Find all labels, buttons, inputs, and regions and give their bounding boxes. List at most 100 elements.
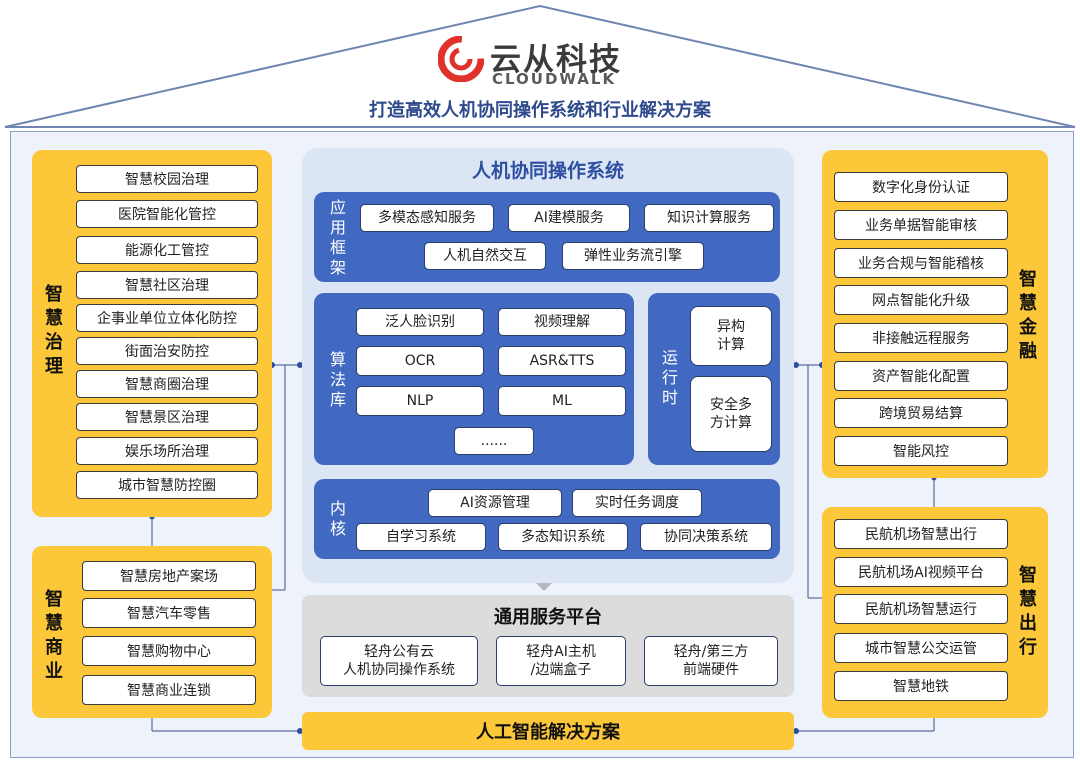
list-item[interactable]: 数字化身份认证 — [834, 172, 1008, 202]
label-char: 框 — [329, 238, 346, 257]
list-item[interactable]: 跨境贸易结算 — [834, 398, 1008, 428]
panel-smart-mobility-title: 智 慧 出 行 — [1016, 564, 1040, 660]
title-char: 慧 — [45, 613, 63, 634]
label-char: 法 — [329, 370, 346, 389]
list-item[interactable]: 街面治安防控 — [76, 337, 258, 365]
module-box[interactable]: 协同决策系统 — [640, 523, 772, 551]
list-item[interactable]: 非接触远程服务 — [834, 323, 1008, 353]
app-framework-label: 应 用 框 架 — [328, 198, 348, 278]
module-box[interactable]: 多模态感知服务 — [360, 204, 494, 232]
module-box-line: 方计算 — [710, 415, 752, 431]
label-char: 用 — [329, 218, 346, 237]
service-box[interactable]: 轻舟/第三方 前端硬件 — [644, 636, 778, 686]
list-item[interactable]: 民航机场AI视频平台 — [834, 557, 1008, 587]
service-box[interactable]: 轻舟公有云 人机协同操作系统 — [320, 636, 478, 686]
list-item[interactable]: 智慧商业连锁 — [82, 675, 256, 705]
service-box[interactable]: 轻舟AI主机 /边端盒子 — [496, 636, 626, 686]
module-box[interactable]: AI资源管理 — [428, 489, 562, 517]
list-item[interactable]: 网点智能化升级 — [834, 285, 1008, 315]
cloudwalk-logo: 云从科技 CLOUDWALK — [438, 32, 648, 92]
ai-solution-bar: 人工智能解决方案 — [302, 712, 794, 750]
title-char: 融 — [1019, 341, 1037, 362]
list-item[interactable]: 企事业单位立体化防控 — [76, 304, 258, 332]
label-char: 核 — [329, 519, 346, 538]
module-box[interactable]: 人机自然交互 — [424, 242, 546, 270]
list-item[interactable]: 智慧地铁 — [834, 671, 1008, 701]
module-box[interactable]: 多态知识系统 — [498, 523, 628, 551]
title-char: 智 — [1019, 269, 1037, 290]
module-box[interactable]: 泛人脸识别 — [356, 308, 484, 336]
title-char: 理 — [45, 356, 63, 377]
title-char: 行 — [1019, 637, 1037, 658]
service-box-line: 轻舟/第三方 — [673, 644, 749, 660]
module-box[interactable]: 异构 计算 — [690, 306, 772, 366]
panel-smart-commerce-title: 智 慧 商 业 — [42, 588, 66, 684]
label-char: 行 — [661, 368, 678, 387]
module-box[interactable]: ...... — [454, 427, 534, 455]
logo-chinese-text: 云从科技 — [490, 42, 622, 78]
module-box-line: 安全多 — [710, 397, 752, 413]
module-box[interactable]: ASR&TTS — [498, 346, 626, 376]
title-char: 出 — [1019, 613, 1037, 634]
list-item[interactable]: 智能风控 — [834, 436, 1008, 466]
module-box-line: 异构 — [717, 319, 745, 335]
service-box-line: 轻舟AI主机 — [526, 644, 596, 660]
module-box[interactable]: 自学习系统 — [356, 523, 486, 551]
label-char: 应 — [329, 198, 346, 217]
label-char: 时 — [661, 388, 678, 407]
module-box[interactable]: OCR — [356, 346, 484, 376]
title-char: 智 — [1019, 565, 1037, 586]
title-char: 金 — [1019, 317, 1037, 338]
title-char: 商 — [45, 637, 63, 658]
runtime-label: 运 行 时 — [660, 348, 680, 408]
module-box[interactable]: 弹性业务流引擎 — [562, 242, 704, 270]
list-item[interactable]: 智慧商圈治理 — [76, 370, 258, 398]
kernel-label: 内 核 — [328, 499, 348, 539]
label-char: 架 — [329, 258, 346, 277]
list-item[interactable]: 资产智能化配置 — [834, 361, 1008, 391]
module-box[interactable]: ML — [498, 386, 626, 416]
cloudwalk-logo-icon — [438, 36, 484, 82]
list-item[interactable]: 能源化工管控 — [76, 236, 258, 264]
logo-english-text: CLOUDWALK — [492, 70, 617, 88]
title-char: 慧 — [1019, 589, 1037, 610]
service-box-line: /边端盒子 — [530, 662, 592, 678]
list-item[interactable]: 智慧校园治理 — [76, 165, 258, 193]
panel-smart-finance-title: 智 慧 金 融 — [1016, 268, 1040, 364]
panel-smart-governance-title: 智 慧 治 理 — [42, 283, 66, 379]
service-box-line: 轻舟公有云 — [364, 644, 434, 660]
module-box[interactable]: NLP — [356, 386, 484, 416]
label-char: 内 — [329, 499, 346, 518]
module-box[interactable]: 实时任务调度 — [572, 489, 702, 517]
list-item[interactable]: 城市智慧公交运管 — [834, 633, 1008, 663]
list-item[interactable]: 智慧社区治理 — [76, 271, 258, 299]
module-box-line: 计算 — [717, 337, 745, 353]
title-char: 慧 — [1019, 293, 1037, 314]
service-box-line: 人机协同操作系统 — [343, 662, 455, 678]
os-panel-title: 人机协同操作系统 — [471, 160, 624, 182]
module-box[interactable]: 知识计算服务 — [644, 204, 774, 232]
title-char: 智 — [45, 284, 63, 305]
title-char: 慧 — [45, 308, 63, 329]
module-box[interactable]: 安全多 方计算 — [690, 376, 772, 452]
module-box[interactable]: 视频理解 — [498, 308, 626, 336]
title-char: 业 — [45, 661, 63, 682]
list-item[interactable]: 智慧购物中心 — [82, 636, 256, 666]
service-platform-title: 通用服务平台 — [494, 607, 602, 628]
list-item[interactable]: 民航机场智慧出行 — [834, 519, 1008, 549]
list-item[interactable]: 民航机场智慧运行 — [834, 594, 1008, 624]
list-item[interactable]: 城市智慧防控圈 — [76, 471, 258, 499]
list-item[interactable]: 智慧汽车零售 — [82, 598, 256, 628]
page-title: 打造高效人机协同操作系统和行业解决方案 — [369, 100, 711, 121]
module-box[interactable]: AI建模服务 — [508, 204, 630, 232]
list-item[interactable]: 业务单据智能审核 — [834, 210, 1008, 240]
list-item[interactable]: 智慧景区治理 — [76, 403, 258, 431]
title-char: 智 — [45, 589, 63, 610]
label-char: 运 — [661, 348, 678, 367]
list-item[interactable]: 医院智能化管控 — [76, 200, 258, 228]
list-item[interactable]: 智慧房地产案场 — [82, 561, 256, 591]
roof-outline — [4, 4, 1076, 128]
list-item[interactable]: 娱乐场所治理 — [76, 437, 258, 465]
list-item[interactable]: 业务合规与智能稽核 — [834, 248, 1008, 278]
